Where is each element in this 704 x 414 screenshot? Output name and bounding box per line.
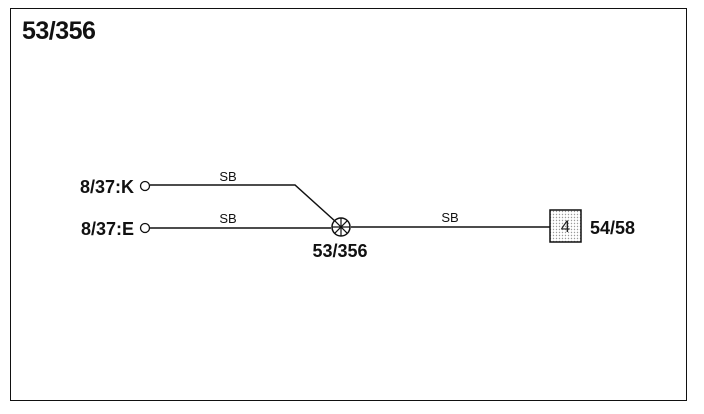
connector-e-label: 8/37:E xyxy=(81,219,134,239)
wire-out-color-label: SB xyxy=(441,210,458,225)
wire-e-color-label: SB xyxy=(219,211,236,226)
splice-label: 53/356 xyxy=(312,241,367,261)
diagram-title: 53/356 xyxy=(22,17,96,45)
component-box[interactable]: 4 xyxy=(549,209,582,243)
diagram-frame xyxy=(10,8,687,401)
splice-icon[interactable] xyxy=(331,217,351,237)
wire-k-color-label: SB xyxy=(219,169,236,184)
wire-k[interactable] xyxy=(150,184,337,223)
component-label: 54/58 xyxy=(590,218,635,238)
connector-e-pin[interactable] xyxy=(139,222,151,234)
connector-k-pin[interactable] xyxy=(139,180,151,192)
connector-k-label: 8/37:K xyxy=(80,177,134,197)
component-number: 4 xyxy=(561,217,570,236)
